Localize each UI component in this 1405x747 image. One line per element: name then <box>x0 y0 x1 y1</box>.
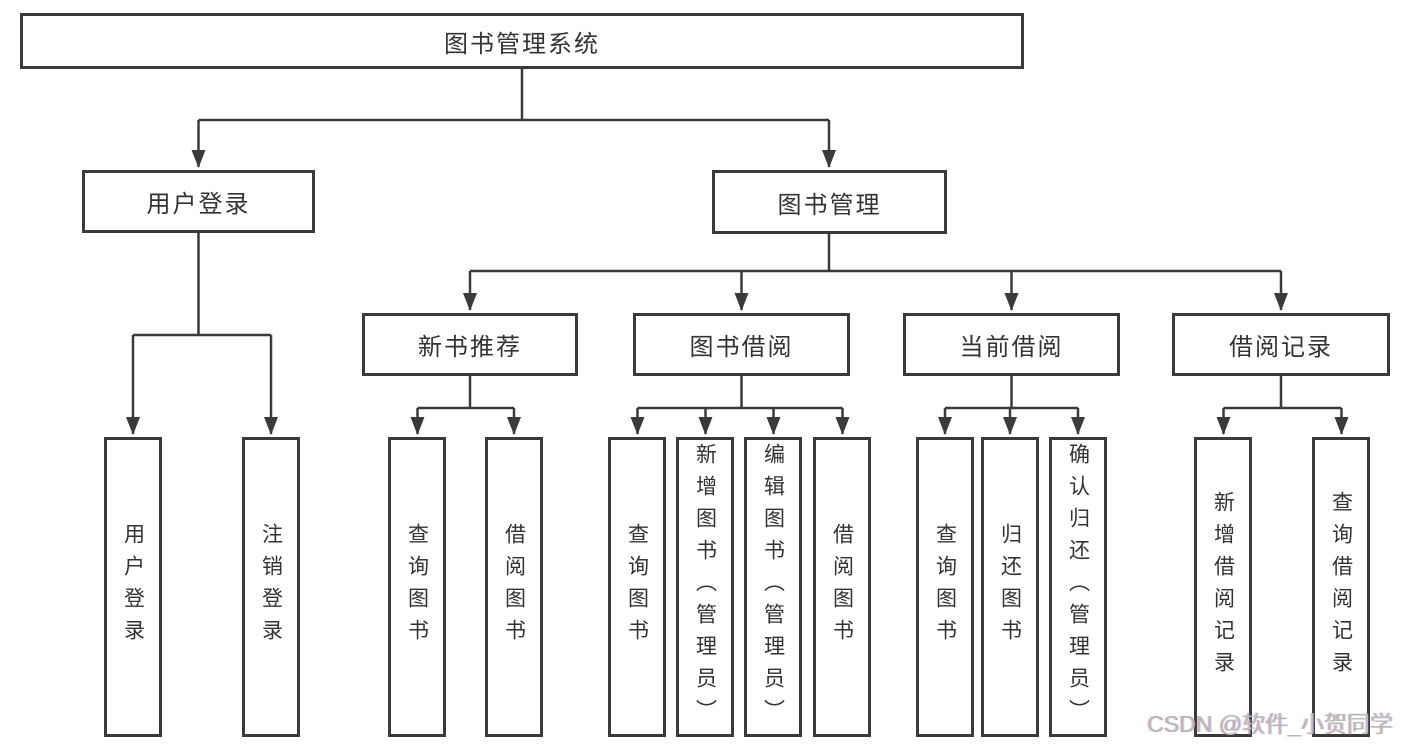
node-book-management-label: 图书管理 <box>777 191 882 219</box>
node-new-book-recommend-label: 新书推荐 <box>418 334 522 361</box>
leaf-edit-book-admin-label: 编辑图书（管理员） <box>761 443 785 731</box>
node-book-management: 图书管理 <box>712 170 947 234</box>
node-user-login-label: 用户登录 <box>146 191 251 218</box>
leaf-query-books-borrow-label: 查询图书 <box>625 523 649 651</box>
leaf-edit-book-admin: 编辑图书（管理员） <box>744 437 802 737</box>
leaf-confirm-return-admin: 确认归还（管理员） <box>1049 437 1107 737</box>
leaf-query-books-borrow: 查询图书 <box>608 437 666 737</box>
node-new-book-recommend: 新书推荐 <box>362 313 578 376</box>
leaf-borrow-books-borrow-label: 借阅图书 <box>830 523 854 651</box>
leaf-add-borrow-record-label: 新增借阅记录 <box>1211 491 1235 683</box>
leaf-query-books-recommend-label: 查询图书 <box>405 523 429 651</box>
node-borrow-records: 借阅记录 <box>1172 313 1390 376</box>
leaf-query-borrow-record-label: 查询借阅记录 <box>1329 491 1353 683</box>
leaf-return-books-label: 归还图书 <box>998 523 1022 651</box>
node-current-borrow-label: 当前借阅 <box>959 334 1064 361</box>
leaf-user-login: 用户登录 <box>104 437 162 737</box>
leaf-confirm-return-admin-label: 确认归还（管理员） <box>1066 443 1090 731</box>
node-book-borrow-label: 图书借阅 <box>689 334 794 361</box>
leaf-query-books-current: 查询图书 <box>916 437 974 737</box>
leaf-add-book-admin: 新增图书（管理员） <box>676 437 734 737</box>
leaf-borrow-books-recommend: 借阅图书 <box>485 437 543 737</box>
node-book-borrow: 图书借阅 <box>633 313 850 376</box>
leaf-borrow-books-recommend-label: 借阅图书 <box>502 523 526 651</box>
leaf-borrow-books-borrow: 借阅图书 <box>813 437 871 737</box>
leaf-query-books-recommend: 查询图书 <box>388 437 446 737</box>
leaf-query-borrow-record: 查询借阅记录 <box>1312 437 1370 737</box>
leaf-return-books: 归还图书 <box>981 437 1039 737</box>
leaf-logout-label: 注销登录 <box>259 523 283 651</box>
node-user-login: 用户登录 <box>82 170 315 233</box>
leaf-add-book-admin-label: 新增图书（管理员） <box>693 443 717 731</box>
node-current-borrow: 当前借阅 <box>903 313 1120 376</box>
root-node-label: 图书管理系统 <box>444 30 600 58</box>
leaf-query-books-current-label: 查询图书 <box>933 523 957 651</box>
leaf-user-login-label: 用户登录 <box>121 523 145 651</box>
root-node-book-management-system: 图书管理系统 <box>20 13 1024 69</box>
node-borrow-records-label: 借阅记录 <box>1229 334 1333 361</box>
csdn-watermark: CSDN @软件_小贺同学 <box>1147 711 1393 737</box>
leaf-add-borrow-record: 新增借阅记录 <box>1194 437 1252 737</box>
leaf-logout: 注销登录 <box>242 437 300 737</box>
